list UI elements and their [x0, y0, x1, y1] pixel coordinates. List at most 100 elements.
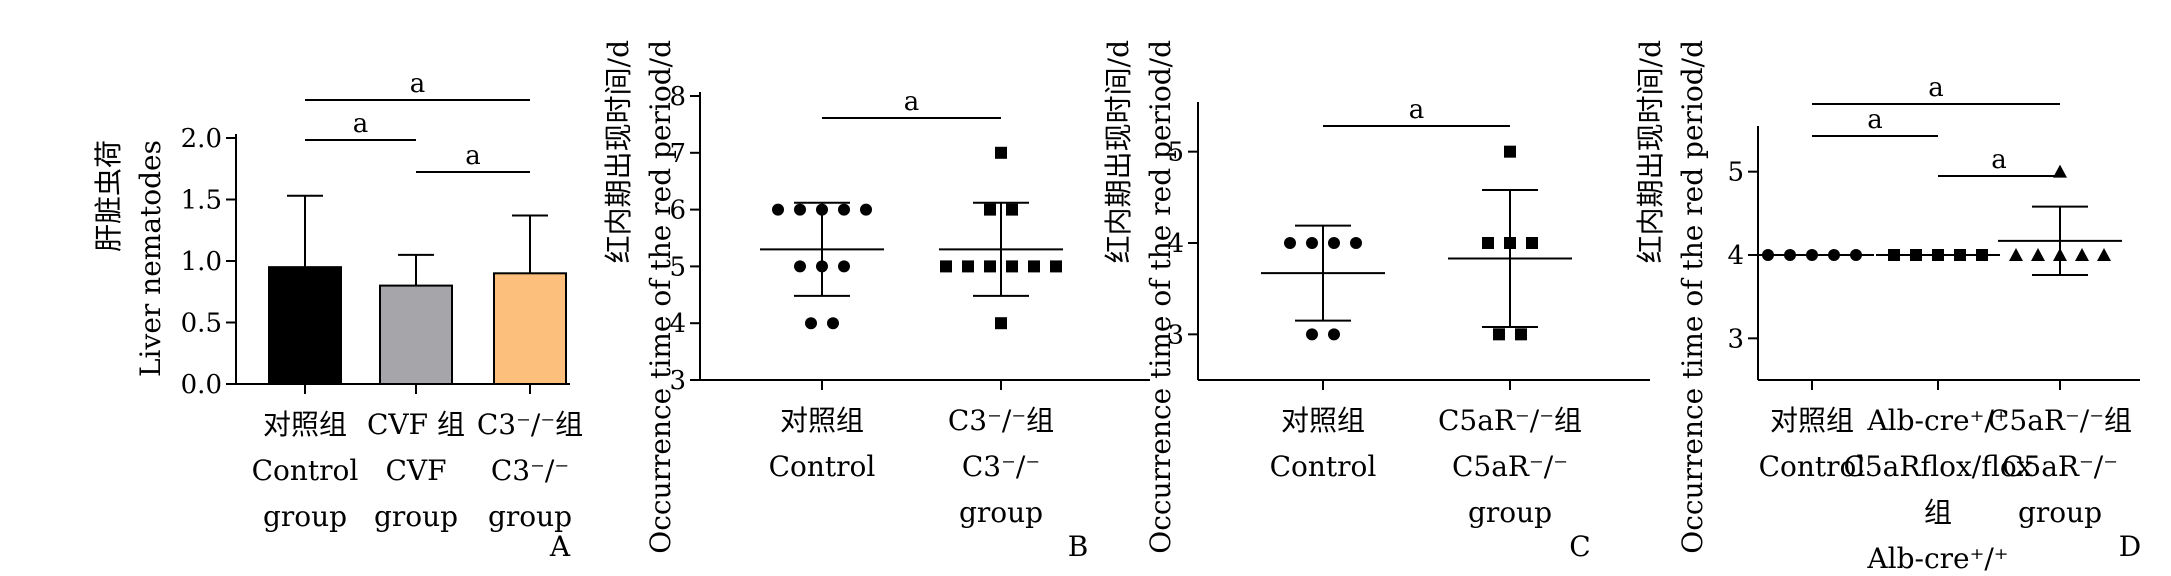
data-point — [1306, 237, 1318, 249]
x-category-label: C5aR⁻/⁻组 C5aR⁻/⁻ group — [1438, 404, 1582, 529]
y-tick-label: 5 — [1167, 138, 1184, 168]
data-point — [1006, 260, 1018, 273]
panel-label: C — [1569, 530, 1590, 563]
x-category-line: 组 — [1924, 496, 1952, 529]
data-point — [1306, 328, 1318, 341]
x-category-line: Control — [252, 454, 359, 487]
data-point — [1526, 237, 1538, 249]
data-point — [1006, 203, 1018, 216]
x-category-line: CVF — [385, 454, 446, 487]
data-point — [2053, 164, 2067, 178]
x-category-line: C3⁻/⁻组 — [477, 408, 583, 441]
x-category-line: Alb-cre⁺/⁺ — [1866, 404, 2008, 437]
data-point — [2009, 248, 2023, 261]
panel-label: B — [1068, 530, 1089, 563]
data-point — [995, 146, 1007, 159]
y-axis-label: 红内期出现时间/d — [1102, 40, 1135, 263]
data-point — [860, 203, 872, 216]
x-category-line: 对照组 — [1770, 404, 1854, 437]
x-category-label: 对照组 Control group — [252, 408, 359, 533]
data-point — [1028, 260, 1040, 273]
data-point — [794, 260, 806, 273]
data-point — [827, 317, 839, 330]
data-point — [995, 317, 1007, 330]
data-point — [2075, 248, 2089, 261]
data-point — [962, 260, 974, 273]
data-point — [1284, 237, 1296, 249]
y-tick-label: 4 — [1727, 241, 1744, 271]
panel-label: A — [549, 530, 571, 563]
significance-label: a — [410, 69, 426, 99]
data-point — [1504, 145, 1516, 158]
y-axis-label: Liver nematodes — [134, 140, 167, 377]
y-tick-label: 5 — [1727, 158, 1744, 188]
x-category-line: 对照组 — [263, 408, 347, 441]
x-category-line: C3⁻/⁻ — [962, 450, 1040, 483]
y-tick-label: 1.0 — [181, 247, 222, 277]
x-category-line: C5aR⁻/⁻组 — [1988, 404, 2132, 437]
y-tick-label: 8 — [669, 82, 686, 112]
x-category-line: C5aRflox/flox — [1843, 450, 2032, 483]
bar — [493, 272, 567, 385]
y-axis-label: Occurrence time of the red period/d — [1676, 40, 1709, 554]
data-point — [838, 260, 850, 273]
x-category-line: group — [1468, 496, 1552, 529]
x-category-line: group — [263, 500, 347, 533]
significance-label: a — [1867, 105, 1883, 135]
x-category-line: C5aR⁻/⁻ — [2002, 450, 2118, 483]
x-category-line: 对照组 — [1281, 404, 1365, 437]
data-point — [805, 317, 817, 330]
data-point — [2097, 248, 2111, 261]
data-point — [940, 260, 952, 273]
y-tick-label: 1.5 — [181, 186, 222, 216]
data-point — [1328, 328, 1340, 341]
data-point — [1493, 328, 1505, 341]
data-point — [984, 203, 996, 216]
significance-label: a — [904, 87, 920, 117]
x-category-line: C3⁻/⁻组 — [948, 404, 1054, 437]
y-tick-label: 5 — [669, 252, 686, 282]
significance-label: a — [353, 109, 369, 139]
x-category-line: C5aR⁻/⁻ — [1452, 450, 1568, 483]
data-point — [838, 203, 850, 216]
y-tick-label: 3 — [1167, 320, 1184, 350]
data-point — [1328, 237, 1340, 249]
y-tick-label: 3 — [1727, 324, 1744, 354]
data-point — [1482, 237, 1494, 249]
x-category-label: C5aR⁻/⁻组 C5aR⁻/⁻ group — [1988, 404, 2132, 529]
x-category-line: group — [2018, 496, 2102, 529]
x-category-label: Alb-cre⁺/⁺ C5aRflox/flox 组 Alb-cre⁺/⁺ — [1843, 404, 2032, 575]
y-axis-label: Occurrence time of the red period/d — [1144, 40, 1177, 554]
y-tick-label: 7 — [669, 139, 686, 169]
x-category-line: Control — [1759, 450, 1866, 483]
x-category-line: C5aR⁻/⁻组 — [1438, 404, 1582, 437]
x-category-line: Alb-cre⁺/⁺ — [1866, 542, 2008, 575]
data-point — [794, 203, 806, 216]
x-category-line: group — [488, 500, 572, 533]
data-point — [1050, 260, 1062, 273]
x-category-label: CVF 组 CVF group — [367, 408, 465, 533]
y-tick-label: 3 — [669, 366, 686, 396]
x-category-label: 对照组 Control — [1759, 404, 1866, 483]
data-point — [2031, 248, 2045, 261]
y-tick-label: 4 — [1167, 229, 1184, 259]
significance-label: a — [1409, 95, 1425, 125]
x-category-line: Control — [769, 450, 876, 483]
significance-label: a — [1991, 145, 2007, 175]
y-tick-label: 0.0 — [181, 370, 222, 400]
y-axis-label: 红内期出现时间/d — [1634, 40, 1667, 263]
x-category-line: C3⁻/⁻ — [491, 454, 569, 487]
x-category-line: CVF 组 — [367, 408, 465, 441]
y-tick-label: 6 — [669, 196, 686, 226]
x-category-line: group — [374, 500, 458, 533]
data-point — [1515, 328, 1527, 341]
y-tick-label: 4 — [669, 309, 686, 339]
panel-label: D — [2119, 530, 2141, 563]
data-point — [984, 260, 996, 273]
